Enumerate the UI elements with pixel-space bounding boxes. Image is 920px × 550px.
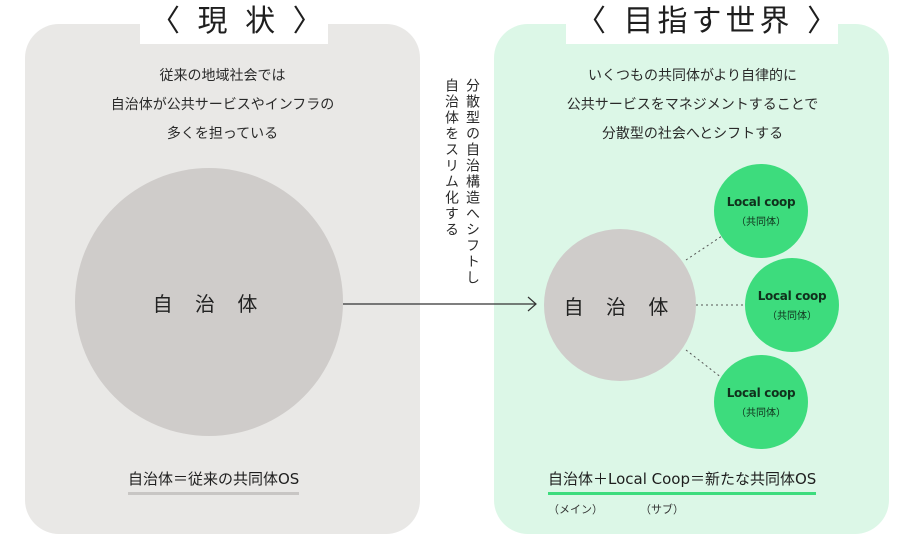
local-coop-circle: Local coop （共同体） bbox=[745, 258, 839, 352]
description-line: 従来の地域社会では bbox=[159, 68, 286, 84]
municipality-circle-current: 自 治 体 bbox=[75, 168, 343, 436]
local-coop-logo: Local coop bbox=[726, 194, 796, 209]
main-role-label: （メイン） bbox=[548, 503, 603, 516]
description-line: 公共サービスをマネジメントすることで bbox=[566, 97, 819, 113]
target-formula: 自治体＋Local Coop＝新たな共同体OS bbox=[548, 468, 817, 495]
transition-arrow-head bbox=[527, 296, 537, 312]
coop-label: （共同体） bbox=[767, 310, 817, 322]
target-world-description: いくつもの共同体がより自律的に 公共サービスをマネジメントすることで 分散型の社… bbox=[505, 62, 880, 149]
transition-caption-line-2: 自治体をスリム化する bbox=[443, 78, 459, 238]
current-state-description: 従来の地域社会では 自治体が公共サービスやインフラの 多くを担っている bbox=[35, 62, 410, 149]
local-coop-logo: Local coop bbox=[757, 288, 827, 303]
description-line: 自治体が公共サービスやインフラの bbox=[110, 97, 335, 113]
description-line: 分散型の社会へとシフトする bbox=[601, 126, 784, 142]
local-coop-circle: Local coop （共同体） bbox=[714, 164, 808, 258]
transition-caption-line-1: 分散型の自治構造へシフトし bbox=[464, 78, 480, 286]
description-line: いくつもの共同体がより自律的に bbox=[587, 68, 798, 84]
local-coop-logo: Local coop bbox=[726, 385, 796, 400]
connector-line bbox=[685, 349, 723, 379]
connector-line bbox=[685, 235, 723, 261]
description-line: 多くを担っている bbox=[166, 126, 279, 142]
municipality-circle-target: 自 治 体 bbox=[544, 229, 696, 381]
municipality-label: 自 治 体 bbox=[563, 294, 677, 319]
sub-role-label: （サブ） bbox=[640, 503, 684, 516]
municipality-label: 自 治 体 bbox=[152, 291, 266, 316]
current-state-heading: 〈 現 状 〉 bbox=[140, 0, 328, 44]
local-coop-circle: Local coop （共同体） bbox=[714, 355, 808, 449]
coop-label: （共同体） bbox=[736, 407, 786, 419]
target-world-heading: 〈 目指す世界 〉 bbox=[566, 0, 838, 44]
coop-label: （共同体） bbox=[736, 216, 786, 228]
current-formula: 自治体＝従来の共同体OS bbox=[128, 468, 300, 495]
